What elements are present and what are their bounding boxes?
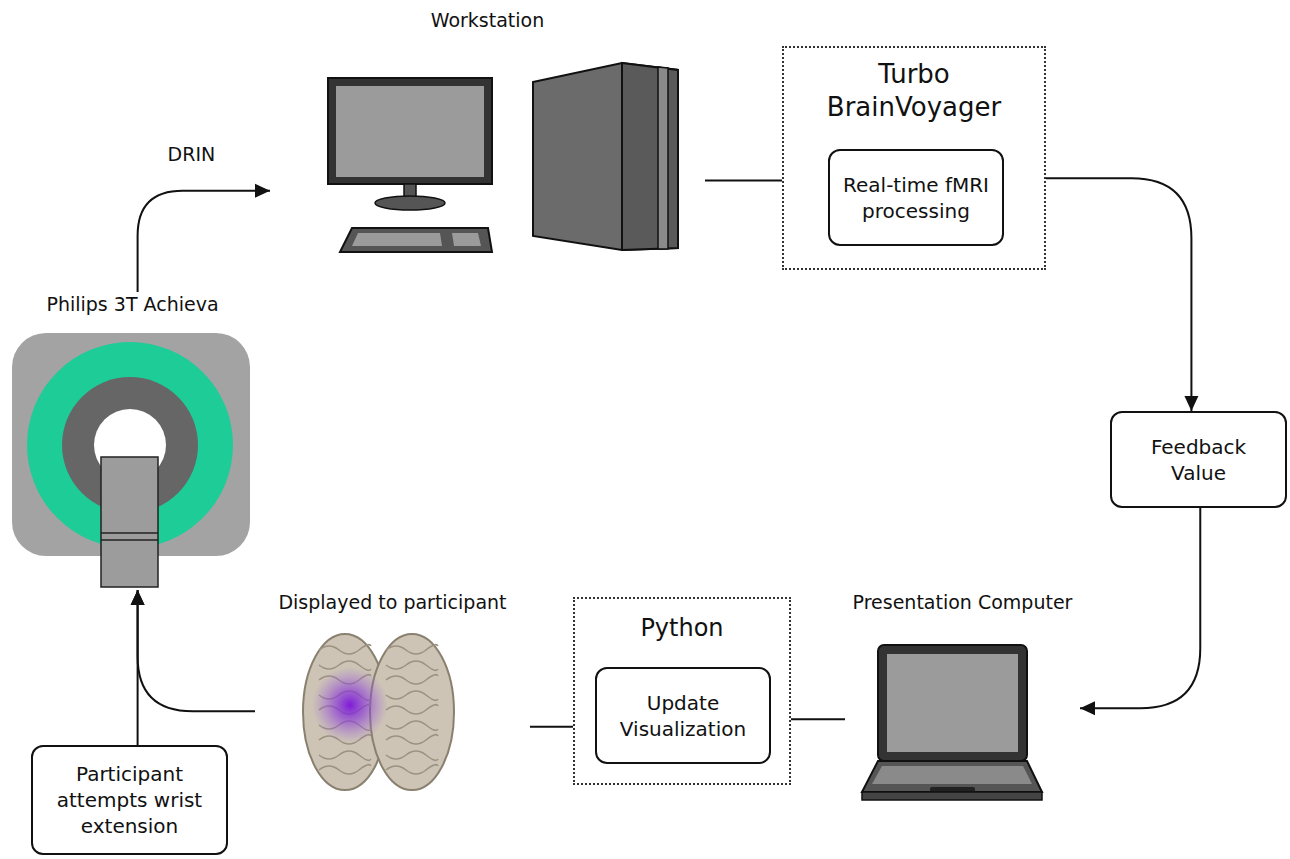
software-group: Turbo BrainVoyagerReal-time fMRI process… [782, 46, 1046, 270]
connector [1080, 508, 1200, 708]
brain-illustration [303, 634, 454, 790]
gyrus-stroke [386, 661, 438, 670]
connector [705, 179, 782, 181]
gyrus-stroke [386, 691, 438, 700]
box-text: Feedback Value [1112, 428, 1285, 492]
laptop-illustration [862, 645, 1042, 800]
gyrus-stroke [319, 765, 371, 774]
display-node: Displayed to participant [255, 590, 530, 792]
workstation-illustration [328, 63, 678, 252]
box-text: Update Visualization [597, 684, 769, 748]
software-group: PythonUpdate Visualization [573, 597, 791, 785]
gyrus-stroke [386, 675, 438, 684]
connector [137, 590, 139, 745]
connector [138, 590, 255, 711]
connector [138, 191, 270, 292]
laptop-node: Presentation Computer [845, 590, 1080, 805]
gyrus-stroke [386, 721, 438, 730]
process-box: Update Visualization [595, 667, 771, 764]
figure-label: Philips 3T Achieva [0, 292, 280, 317]
connector [1046, 178, 1191, 411]
group-title: Python [603, 613, 761, 643]
box-text: Real-time fMRI processing [830, 166, 1002, 230]
action-box: Participant attempts wrist extension [31, 745, 228, 855]
process-box: Real-time fMRI processing [828, 149, 1004, 246]
gyrus-stroke [386, 705, 438, 714]
gyrus-stroke [386, 765, 438, 774]
gyrus-stroke [319, 645, 371, 654]
workstation-node: Workstation [270, 8, 705, 255]
figure-label: Workstation [250, 8, 725, 33]
gyrus-stroke [386, 735, 438, 744]
connector [530, 726, 573, 728]
gyrus-stroke [386, 645, 438, 654]
gyrus-stroke [386, 751, 438, 760]
scanner-node: Philips 3T Achieva [5, 292, 260, 590]
mri-scanner-illustration [12, 333, 250, 587]
box-text: Participant attempts wrist extension [33, 755, 226, 845]
gyrus-stroke [319, 751, 371, 760]
value-box: Feedback Value [1110, 411, 1287, 508]
connector [791, 718, 845, 720]
figure-label: Displayed to participant [235, 590, 550, 615]
group-title: Turbo BrainVoyager [812, 58, 1016, 123]
edge-label: DRIN [168, 143, 216, 165]
figure-label: Presentation Computer [825, 590, 1100, 615]
